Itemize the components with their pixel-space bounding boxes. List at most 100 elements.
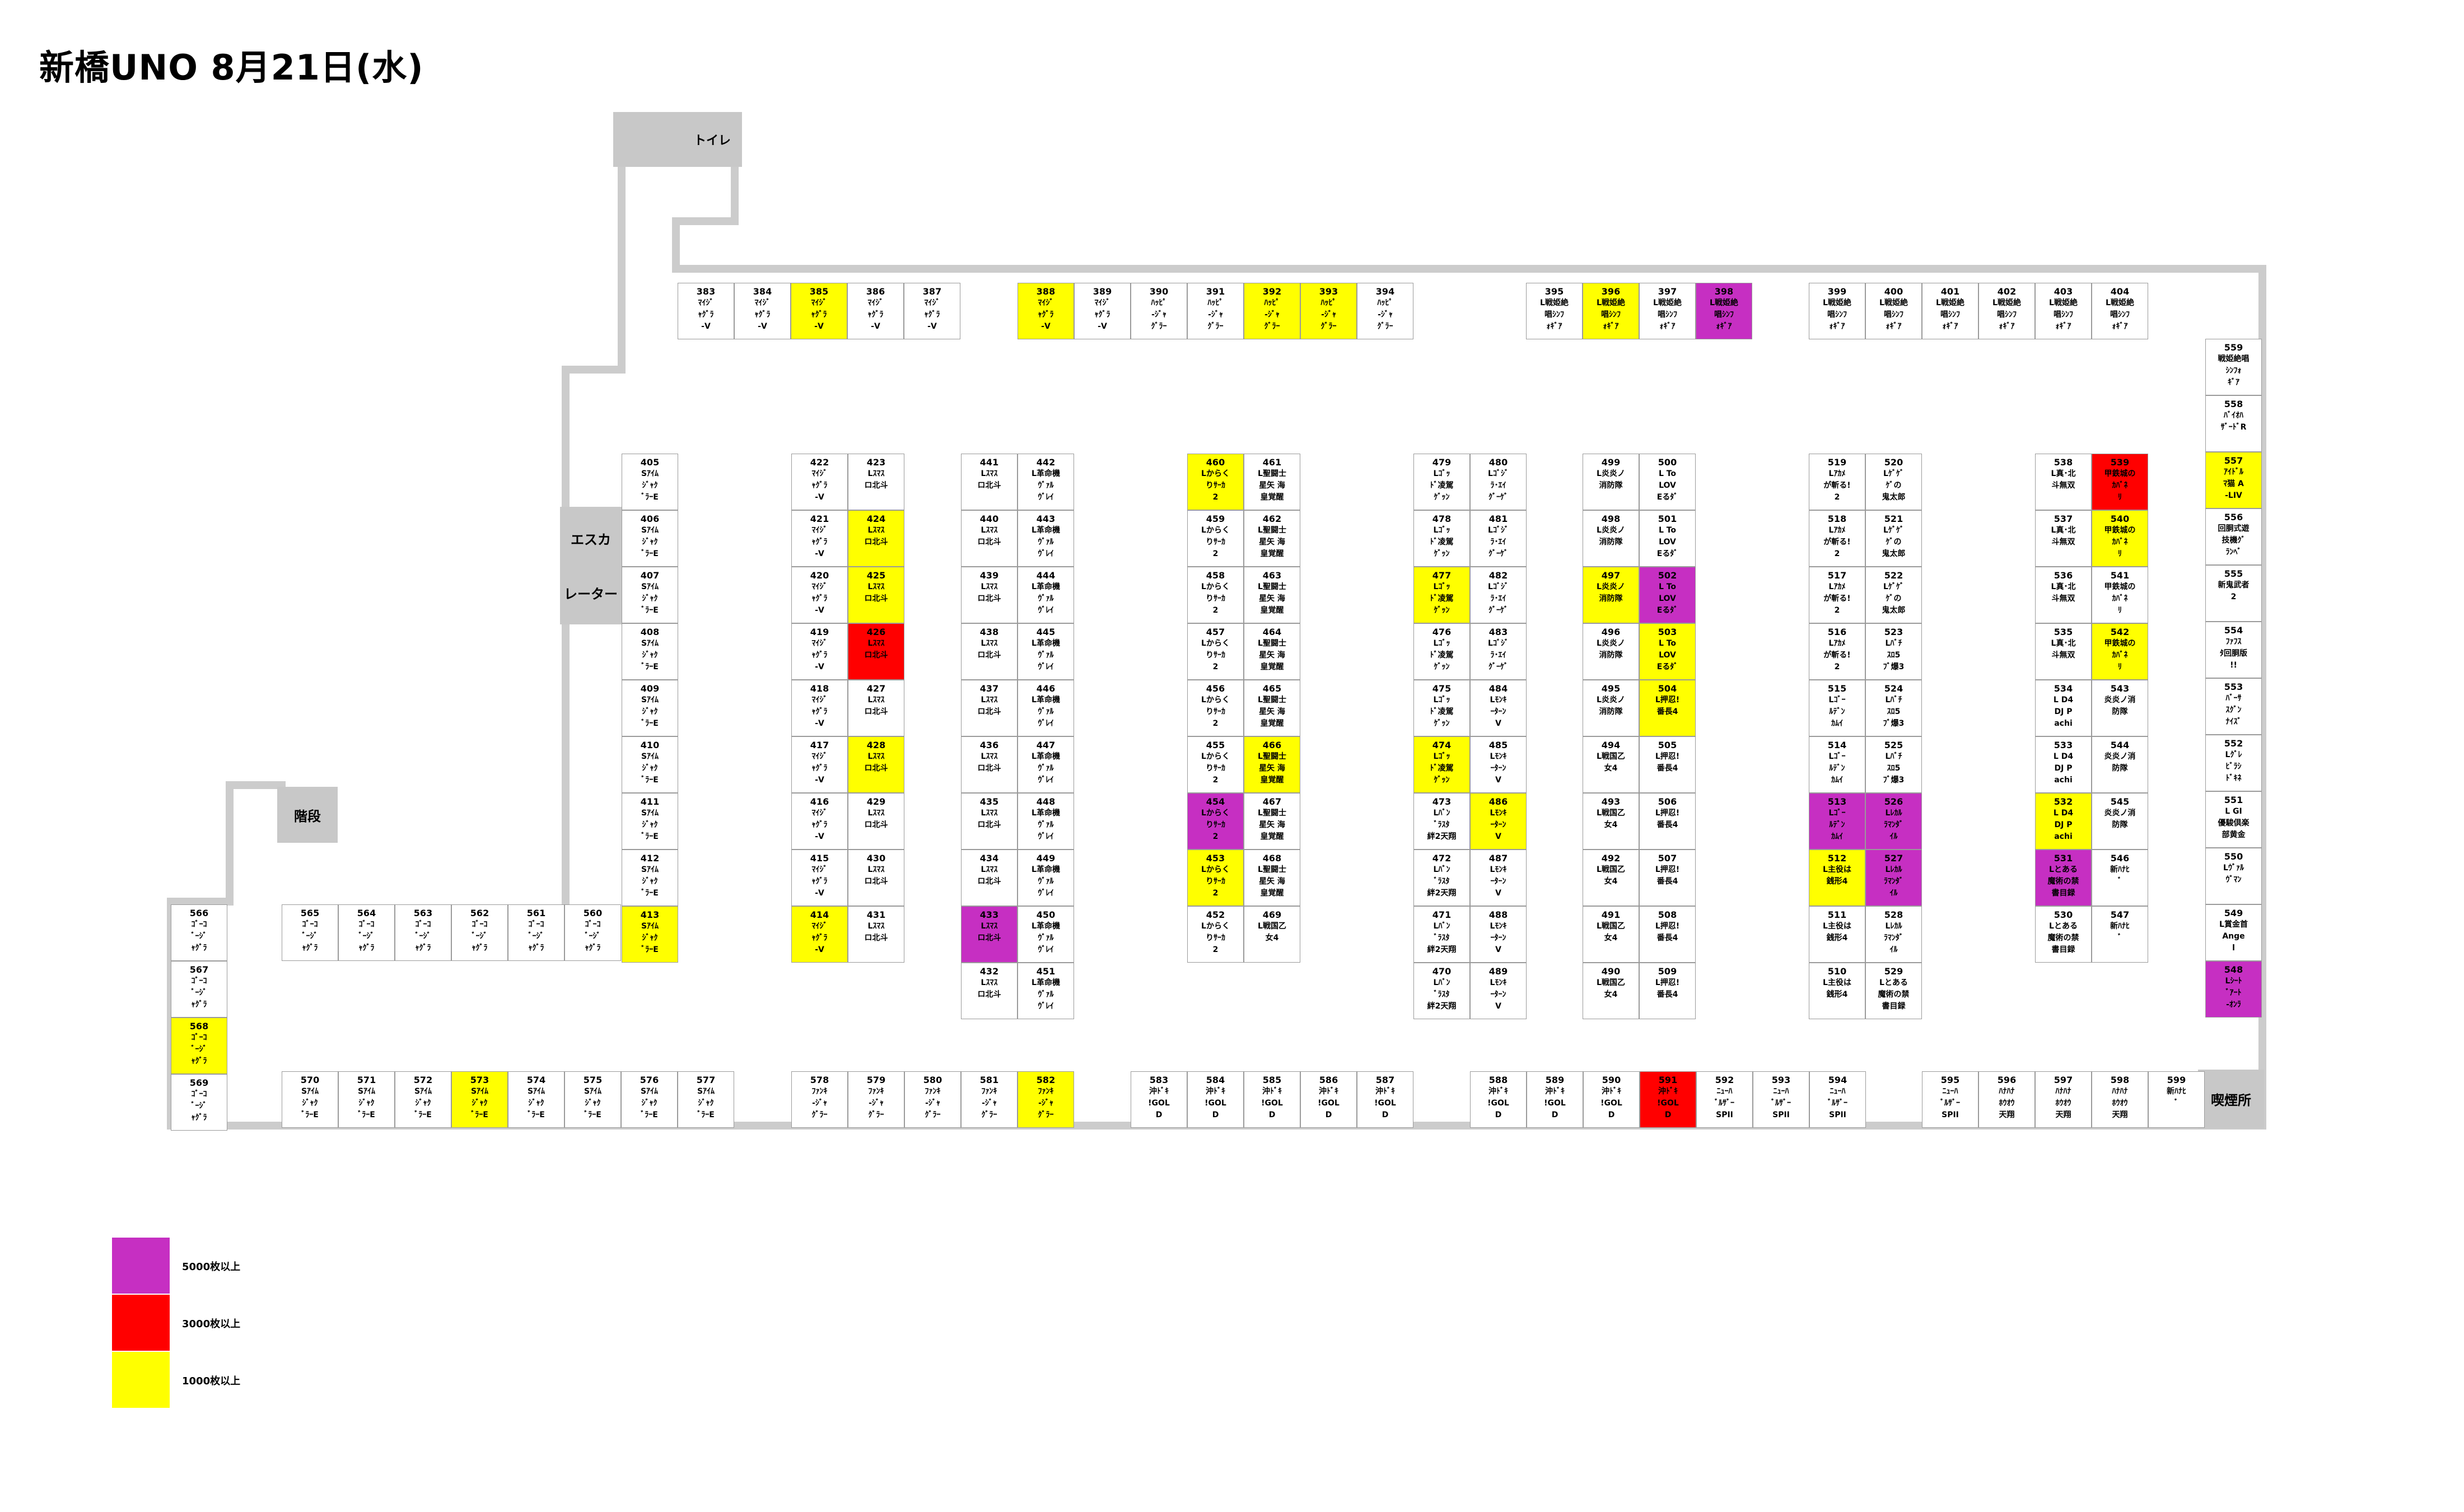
machine-number: 397 — [1658, 286, 1677, 297]
machine-model: ﾌｧﾝｷ -ｼﾞｬ ｸﾞﾗｰ — [1038, 1087, 1054, 1119]
machine-number: 596 — [1997, 1075, 2017, 1085]
machine-number: 450 — [1036, 909, 1056, 920]
machine-number: 413 — [640, 909, 660, 920]
machine-model: Sｱｲﾑ ｼﾞｬｸ ﾞﾗｰE — [470, 1087, 489, 1119]
machine-model: 沖ﾄﾞｷ !GOL D — [1544, 1087, 1566, 1119]
machine-number: 409 — [640, 683, 660, 694]
machine-model: Sｱｲﾑ ｼﾞｬｸ ﾞﾗｰE — [641, 696, 659, 728]
machine-number: 549 — [2224, 908, 2243, 918]
machine-model: L戦姫絶 唱ｼﾝﾌ ｫｷﾞｱ — [1992, 298, 2021, 331]
machine-number: 523 — [1884, 627, 1903, 637]
machine-number: 480 — [1488, 457, 1508, 468]
machine-model: Lｽﾏｽ ロ北斗 — [864, 865, 888, 886]
machine-number: 525 — [1884, 740, 1903, 750]
machine-model: Lｽﾏｽ ロ北斗 — [977, 696, 1001, 716]
machine-number: 599 — [2167, 1075, 2186, 1085]
machine-model: L革命機 ｳﾞｧﾙ ｳﾞﾚｲ — [1032, 582, 1060, 615]
machine-number: 390 — [1149, 286, 1169, 297]
machine-number: 465 — [1262, 683, 1282, 694]
machine-model: ﾊﾞｲｵﾊ ｻﾞｰﾄﾞR — [2220, 411, 2247, 432]
machine-model: L真･北 斗無双 — [2051, 639, 2076, 660]
machine-model: ﾏｲｼﾞ ｬｸﾞﾗ -V — [698, 298, 714, 331]
machine-number: 388 — [1036, 286, 1056, 297]
machine-model: Lｺﾞｯ ﾄﾞ凌駕 ｹﾞｯﾝ — [1430, 696, 1454, 728]
machine-model: L主役は 銭形4 — [1823, 922, 1851, 942]
machine-model: Lｺﾞｰ ﾙﾃﾞﾝ ｶﾑｲ — [1828, 809, 1846, 841]
machine-number: 519 — [1827, 457, 1847, 468]
machine-model: Lｸﾞﾚ ﾋﾞﾗｼ ﾄﾞｷﾈ — [2225, 750, 2242, 783]
machine-model: Sｱｲﾑ ｼﾞｬｸ ﾞﾗｰE — [641, 752, 659, 785]
toilet-block: トイレ — [613, 112, 742, 167]
machine-model: Lｽﾏｽ ロ北斗 — [977, 582, 1001, 603]
machine-model: L戦姫絶 唱ｼﾝﾌ ｫｷﾞｱ — [1653, 298, 1682, 331]
machine-number: 490 — [1601, 966, 1621, 977]
machine-number: 396 — [1601, 286, 1621, 297]
machine-model: Lｽﾏｽ ロ北斗 — [864, 922, 888, 942]
machine-model: L戦国乙 女4 — [1597, 809, 1625, 829]
machine-number: 398 — [1714, 286, 1734, 297]
machine-number: 457 — [1206, 627, 1225, 637]
machine-number: 560 — [583, 908, 603, 918]
machine-model: Lからく りｻｰｶ 2 — [1201, 582, 1230, 615]
machine-model: ﾏｲｼﾞ ｬｸﾞﾗ -V — [924, 298, 940, 331]
machine-number: 571 — [357, 1075, 376, 1085]
machine-model: L戦姫絶 唱ｼﾝﾌ ｫｷﾞｱ — [1823, 298, 1851, 331]
machine-number: 558 — [2224, 399, 2243, 409]
machine-number: 556 — [2224, 512, 2243, 522]
machine-number: 579 — [866, 1075, 886, 1085]
machine-number: 431 — [866, 909, 886, 920]
legend-label: 1000枚以上 — [182, 1375, 241, 1387]
machine-model: Lからく りｻｰｶ 2 — [1201, 639, 1230, 671]
machine-model: L戦姫絶 唱ｼﾝﾌ ｫｷﾞｱ — [1879, 298, 1908, 331]
machine-model: 沖ﾄﾞｷ !GOL D — [1487, 1087, 1509, 1119]
machine-number: 391 — [1206, 286, 1225, 297]
machine-number: 415 — [810, 853, 829, 864]
machine-model: ｺﾞｰｺ ﾞｰｼﾞ ｬｸﾞﾗ — [191, 1090, 207, 1122]
machine-model: Lｳﾞｧﾙ ｳﾞﾏﾝ — [2223, 864, 2244, 884]
machine-number: 446 — [1036, 683, 1056, 694]
machine-model: Sｱｲﾑ ｼﾞｬｸ ﾞﾗｰE — [584, 1087, 602, 1119]
machine-number: 476 — [1432, 627, 1452, 637]
machine-model: L炎炎ノ 消防隊 — [1597, 696, 1625, 716]
machine-number: 444 — [1036, 570, 1056, 581]
machine-number: 515 — [1827, 683, 1847, 694]
machine-model: L押忍! 番長4 — [1655, 865, 1680, 886]
machine-model: ﾌｧﾝｷ -ｼﾞｬ ｸﾞﾗｰ — [868, 1087, 884, 1119]
machine-model: Lｺﾞｯ ﾄﾞ凌駕 ｹﾞｯﾝ — [1430, 639, 1454, 671]
machine-number: 531 — [2054, 853, 2073, 864]
